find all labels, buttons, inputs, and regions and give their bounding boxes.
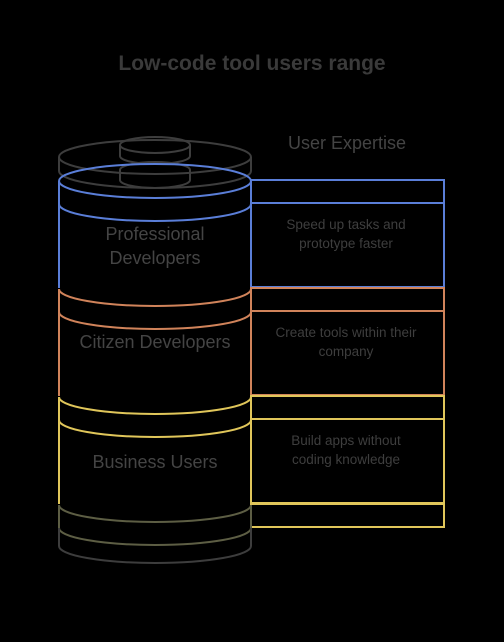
diagram-title: Low-code tool users range — [118, 52, 386, 75]
callout-box-bottom-yellow — [250, 503, 445, 528]
description-professional-developers: Speed up tasks and prototype faster — [286, 217, 406, 251]
column-header-user-expertise: User Expertise — [287, 133, 407, 153]
description-citizen-developers: Create tools within their company — [275, 325, 417, 359]
top-cap-disc-lower — [119, 161, 191, 189]
cylinder-base-band — [58, 504, 252, 546]
cylinder-bottom — [58, 528, 252, 564]
description-business-users: Build apps without coding knowledge — [291, 433, 401, 467]
layer-label-professional-developers: Professional Developers — [105, 224, 205, 268]
layer-label-citizen-developers: Citizen Developers — [79, 332, 231, 352]
layer-label-business-users: Business Users — [92, 452, 218, 472]
